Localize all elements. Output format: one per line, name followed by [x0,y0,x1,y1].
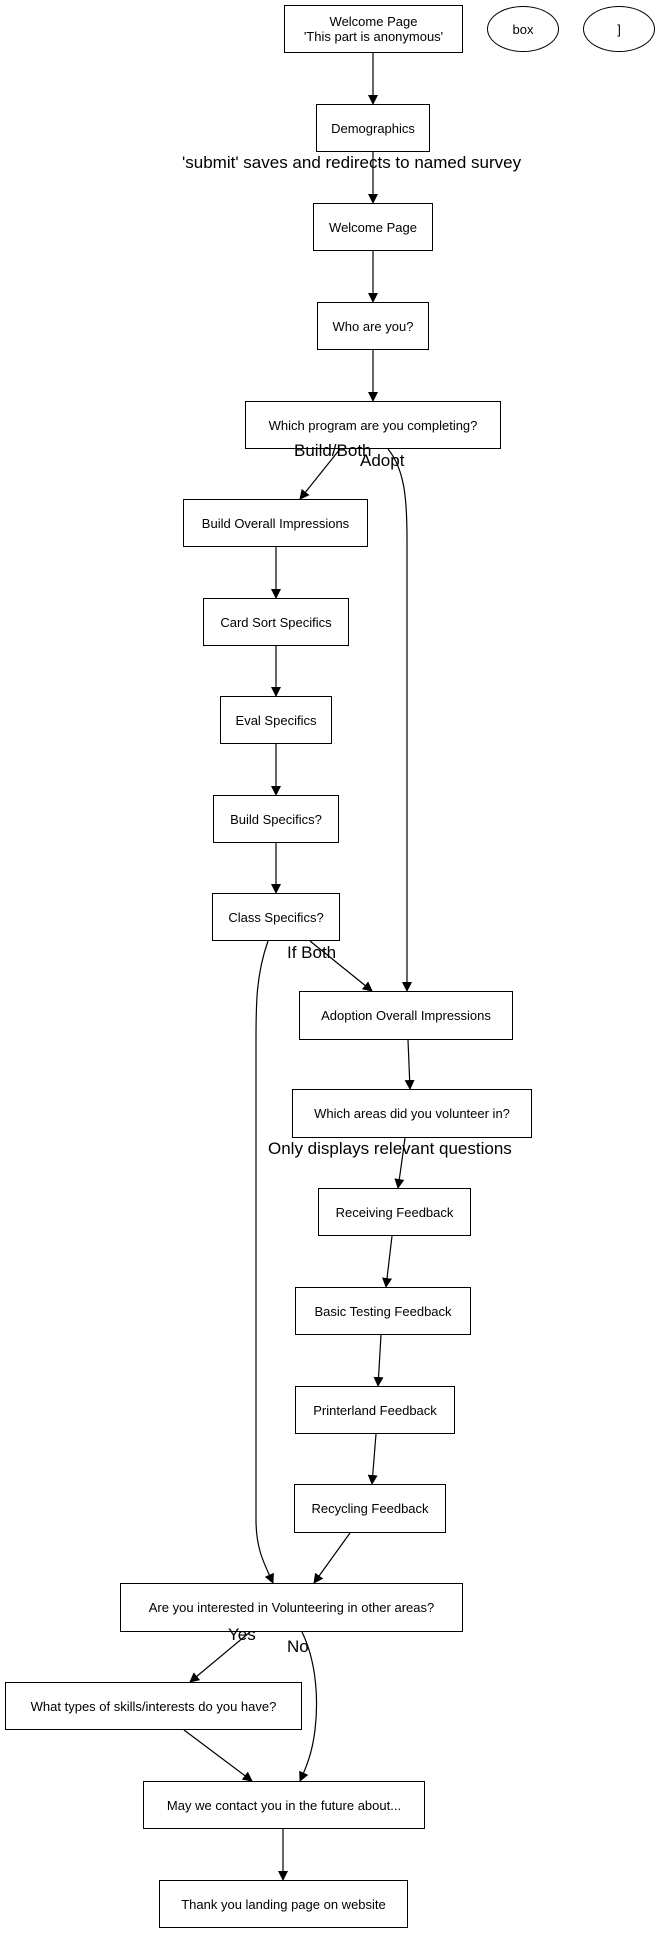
legend-box-ellipse: box [487,6,559,52]
edge-label-only-relevant: Only displays relevant questions [268,1139,512,1158]
edge-interested-to-contact [299,1631,318,1782]
demographics-node: Demographics [316,104,430,152]
interested-volunteering-node: Are you interested in Volunteering in ot… [120,1583,463,1632]
skills-interests-node: What types of skills/interests do you ha… [5,1682,302,1730]
edge-receiving-to-basic [382,1235,393,1288]
edge-class-to-interested [255,940,274,1584]
welcome-anonymous-node: Welcome Page 'This part is anonymous' [284,5,463,53]
printerland-feedback-node: Printerland Feedback [295,1386,455,1434]
edge-adoption-to-which-areas [404,1039,415,1090]
who-are-you-node: Who are you? [317,302,429,350]
edge-label-no: No [287,1637,309,1656]
edge-program-to-build-overall [299,448,341,500]
which-program-node: Which program are you completing? [245,401,501,449]
edge-which-areas-to-receiving [394,1137,406,1189]
basic-testing-feedback-node: Basic Testing Feedback [295,1287,471,1335]
class-specifics-node: Class Specifics? [212,893,340,941]
which-areas-node: Which areas did you volunteer in? [292,1089,532,1138]
eval-specifics-node: Eval Specifics [220,696,332,744]
adoption-overall-impressions-node: Adoption Overall Impressions [299,991,513,1040]
edge-label-submit: 'submit' saves and redirects to named su… [182,153,522,172]
edge-label-build-both: Build/Both [294,441,372,460]
edge-recycling-to-interested [313,1532,351,1584]
edge-basic-to-printerland [373,1334,384,1387]
recycling-feedback-node: Recycling Feedback [294,1484,446,1533]
edge-label-adopt: Adopt [360,451,405,470]
edge-program-to-adoption [387,448,412,992]
contact-future-node: May we contact you in the future about..… [143,1781,425,1829]
build-specifics-node: Build Specifics? [213,795,339,843]
thank-you-landing-node: Thank you landing page on website [159,1880,408,1928]
edge-printerland-to-recycling [367,1433,378,1485]
edge-label-yes: Yes [228,1625,256,1644]
legend-bracket-ellipse: ] [583,6,655,52]
build-overall-impressions-node: Build Overall Impressions [183,499,368,547]
card-sort-specifics-node: Card Sort Specifics [203,598,349,646]
receiving-feedback-node: Receiving Feedback [318,1188,471,1236]
welcome-page-node: Welcome Page [313,203,433,251]
edge-skills-to-contact [183,1729,253,1782]
edge-label-if-both: If Both [287,943,337,962]
edge-interested-to-skills [189,1631,251,1683]
edge-class-to-adoption [309,940,373,992]
